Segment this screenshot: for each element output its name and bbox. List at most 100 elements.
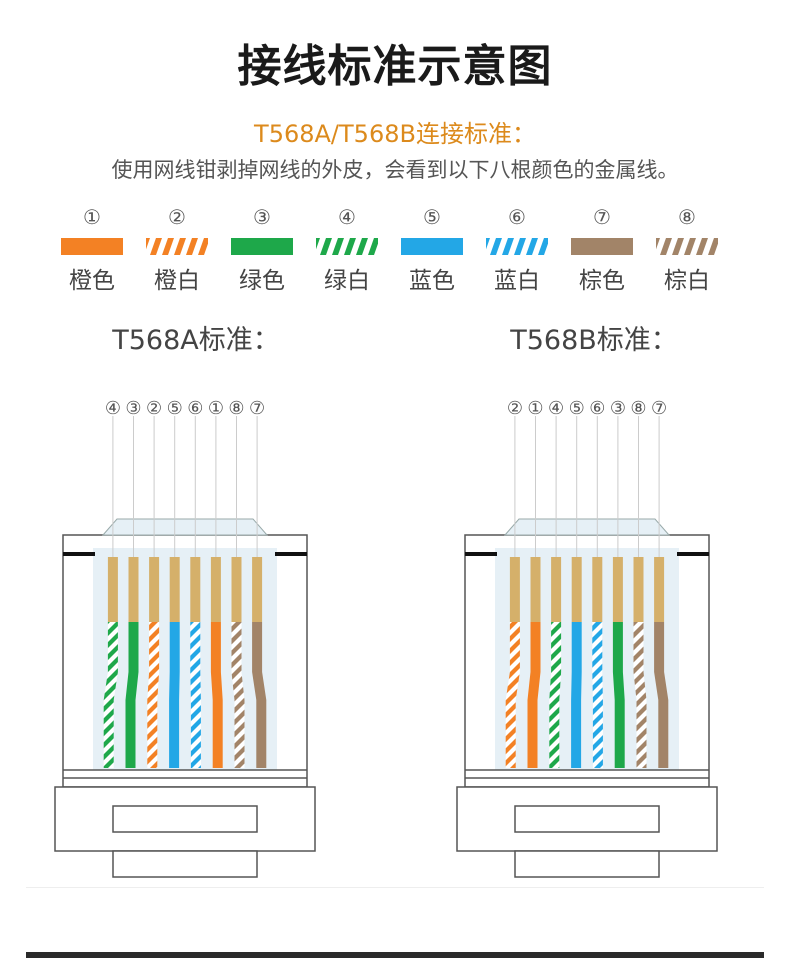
wire-number-label: ①	[208, 398, 224, 419]
legend-number: ⑥	[508, 205, 526, 229]
copper-contact	[149, 557, 160, 622]
standards-subtitle: T568A/T568B连接标准：	[254, 120, 536, 148]
legend-swatch	[231, 238, 293, 255]
wire-insulation	[190, 622, 201, 768]
legend-label: 棕白	[664, 268, 710, 294]
wire-number-label: ⑧	[228, 398, 244, 419]
wire-insulation	[571, 622, 582, 768]
wire-insulation	[125, 622, 139, 768]
legend-item: ⑥ 蓝白	[477, 204, 557, 295]
wire-insulation	[633, 622, 647, 768]
legend-number: ③	[253, 205, 271, 229]
connector-boot	[456, 786, 718, 852]
copper-contact	[509, 557, 520, 622]
t568b-wire-7: ⑧	[630, 398, 647, 768]
t568b-wire-2: ①	[527, 398, 544, 768]
legend-label: 绿白	[324, 268, 370, 294]
legend-item: ④ 绿白	[307, 204, 387, 295]
t568b-wire-5: ⑥	[589, 398, 605, 768]
t568b-wire-1: ②	[505, 398, 523, 768]
legend-number: ②	[168, 205, 186, 229]
cable-stub	[514, 850, 660, 878]
bottom-bar	[26, 952, 764, 958]
t568a-wire-6: ①	[208, 398, 224, 768]
legend-label: 绿色	[239, 268, 285, 294]
wire-insulation	[654, 622, 669, 768]
boot-window	[112, 805, 258, 833]
wire-number-label: ③	[610, 398, 626, 419]
legend-swatch	[146, 238, 208, 255]
wire-insulation	[147, 622, 160, 768]
legend-label: 棕色	[579, 268, 625, 294]
copper-contact	[612, 557, 623, 622]
legend-swatch	[316, 238, 378, 255]
legend-item: ③ 绿色	[222, 204, 302, 295]
wire-insulation	[612, 622, 625, 768]
wire-number-label: ⑥	[187, 398, 203, 419]
wire-number-label: ②	[146, 398, 162, 419]
connector-inner	[93, 548, 277, 770]
contact-bar-gap	[497, 552, 677, 556]
t568b-wire-4: ⑤	[569, 398, 585, 768]
description-text: 使用网线钳剥掉网线的外皮，会看到以下八根颜色的金属线。	[111, 158, 679, 182]
wire-insulation	[505, 622, 520, 768]
wire-insulation	[252, 622, 267, 768]
copper-contact	[128, 557, 139, 622]
t568b-wire-3: ④	[548, 398, 564, 768]
copper-contact	[252, 557, 263, 622]
t568a-wire-2: ③	[125, 398, 142, 768]
copper-contact	[169, 557, 180, 622]
boot-window	[514, 805, 660, 833]
copper-contact	[210, 557, 221, 622]
connector-latch	[503, 518, 671, 536]
legend-label: 橙白	[154, 268, 200, 294]
wire-number-label: ①	[527, 398, 543, 419]
t568a-wire-8: ⑦	[249, 398, 267, 768]
connector-inner	[495, 548, 679, 770]
t568b-wire-6: ③	[610, 398, 626, 768]
legend-item: ② 橙白	[137, 204, 217, 295]
wire-number-label: ⑤	[569, 398, 585, 419]
page-title: 接线标准示意图	[237, 41, 553, 92]
wire-number-label: ⑦	[651, 398, 667, 419]
copper-contact	[107, 557, 118, 622]
copper-contact	[190, 557, 201, 622]
legend-label: 蓝白	[494, 268, 540, 294]
legend-number: ⑤	[423, 205, 441, 229]
wire-number-label: ⑥	[589, 398, 605, 419]
divider	[26, 887, 764, 888]
wire-number-label: ⑦	[249, 398, 265, 419]
legend-number: ⑦	[593, 205, 611, 229]
copper-contact	[592, 557, 603, 622]
wire-number-label: ⑤	[167, 398, 183, 419]
t568a-wire-5: ⑥	[187, 398, 203, 768]
wire-insulation	[592, 622, 603, 768]
wire-insulation	[169, 622, 180, 768]
contact-bar-gap	[95, 552, 275, 556]
wire-number-label: ⑧	[630, 398, 646, 419]
t568a-wire-4: ⑤	[167, 398, 183, 768]
t568b-wire-8: ⑦	[651, 398, 669, 768]
legend-number: ④	[338, 205, 356, 229]
wire-number-label: ④	[105, 398, 121, 419]
copper-contact	[654, 557, 665, 622]
copper-contact	[530, 557, 541, 622]
copper-contact	[633, 557, 644, 622]
wire-insulation	[527, 622, 541, 768]
legend-label: 蓝色	[409, 268, 455, 294]
legend-swatch	[61, 238, 123, 255]
t568a-wire-3: ②	[146, 398, 162, 768]
t568a-label: T568A标准：	[112, 325, 280, 356]
wire-insulation	[210, 622, 223, 768]
legend-swatch	[656, 238, 718, 255]
wire-number-label: ②	[507, 398, 523, 419]
legend-swatch	[486, 238, 548, 255]
legend-label: 橙色	[69, 268, 115, 294]
connector-latch	[101, 518, 269, 536]
